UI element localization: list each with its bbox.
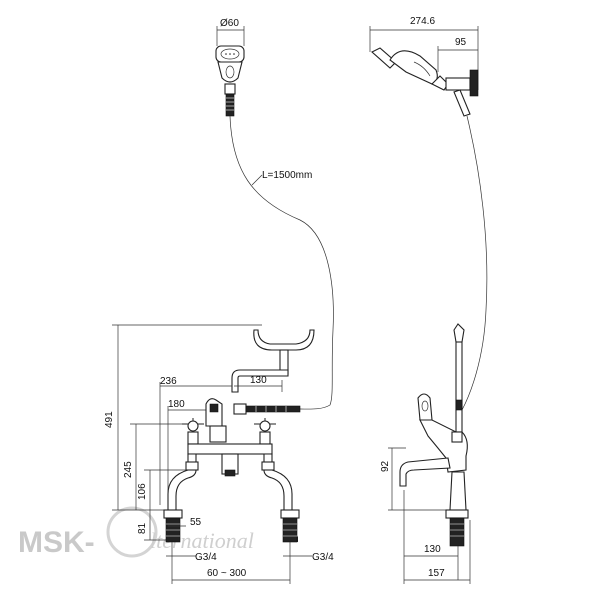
- dim-side-spout-height: 92: [380, 460, 391, 472]
- dim-cradle-offset: 130: [250, 375, 267, 386]
- dim-cradle-width: 236: [160, 376, 177, 387]
- dim-overall-height: 491: [104, 411, 115, 428]
- watermark-logo-icon: [106, 506, 158, 558]
- dim-centres: 60 ~ 300: [207, 568, 247, 579]
- dim-leg-offset: 55: [190, 517, 202, 528]
- handshower-front-view: Ø60: [215, 18, 245, 117]
- hose-front: [229, 115, 334, 410]
- dim-projection-total: 274.6: [410, 16, 435, 27]
- watermark-brand: MSK-: [18, 526, 95, 559]
- dim-projection-bracket: 95: [455, 37, 467, 48]
- dim-side-spout-reach: 130: [424, 544, 441, 555]
- hose-side: [461, 115, 488, 411]
- watermark: MSK- lternational .ru: [18, 506, 299, 559]
- dim-thread-left: G3/4: [195, 552, 217, 563]
- dim-side-total-depth: 157: [428, 568, 445, 579]
- dim-thread-right: G3/4: [312, 552, 334, 563]
- dim-spout-width: 180: [168, 399, 185, 410]
- handshower-side-view: 274.6 95: [369, 16, 479, 117]
- mixer-side-view: 92 130 157: [380, 323, 471, 584]
- dim-hose-length: L=1500mm: [262, 170, 312, 181]
- mixer-front-view: 491 236 130 180: [104, 324, 334, 584]
- dim-inlet-height: 245: [123, 461, 134, 478]
- cross-handle-left-icon: [182, 418, 204, 445]
- cross-handle-right-icon: [254, 418, 276, 445]
- dim-body-height: 106: [137, 483, 148, 500]
- watermark-suffix: lternational: [150, 528, 254, 553]
- dim-leg-height: 81: [137, 522, 148, 534]
- dim-handshower-diameter: Ø60: [220, 18, 239, 29]
